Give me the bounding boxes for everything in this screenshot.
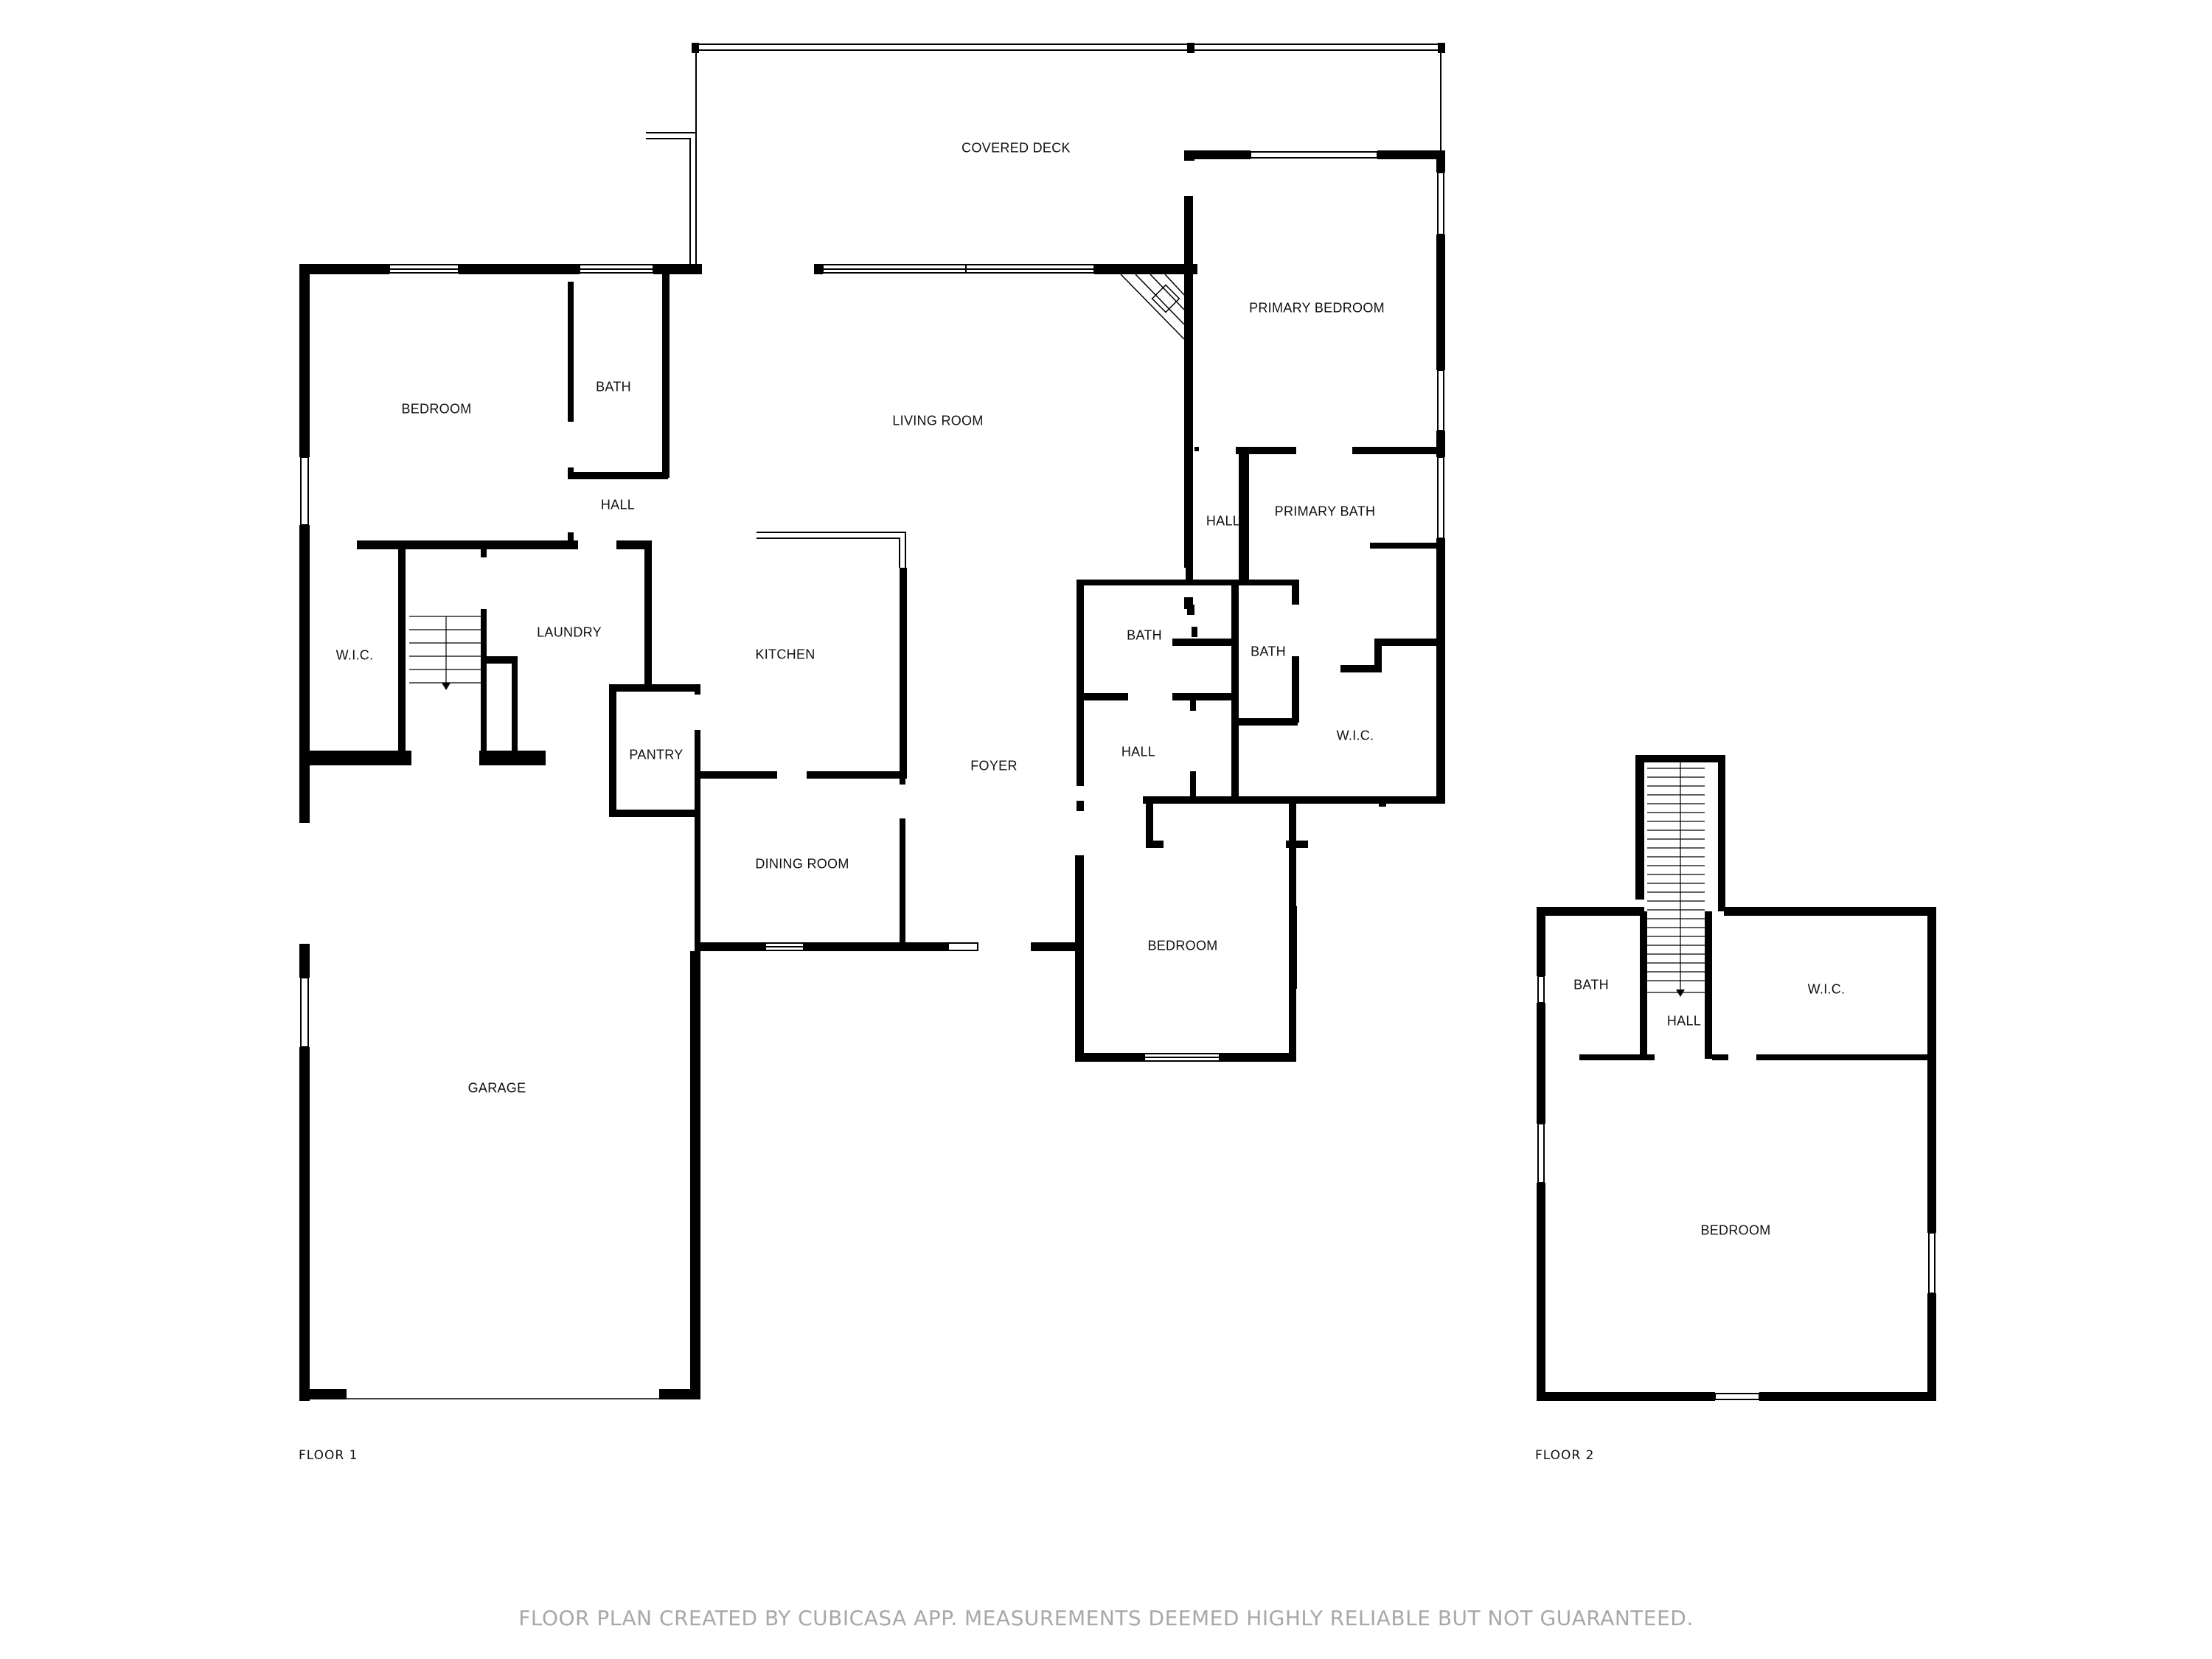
room-label-garage: GARAGE <box>467 1080 526 1096</box>
room-label-foyer: FOYER <box>970 758 1018 773</box>
room-label-living-room: LIVING ROOM <box>892 413 984 428</box>
disclaimer-footer: FLOOR PLAN CREATED BY CUBICASA APP. MEAS… <box>518 1606 1694 1630</box>
room-label-hall: HALL <box>1206 513 1241 529</box>
room-label-w-i-c: W.I.C. <box>1336 728 1374 743</box>
room-label-bath: BATH <box>1127 627 1162 643</box>
room-label-primary-bedroom: PRIMARY BEDROOM <box>1249 300 1385 316</box>
floor-1-walls <box>299 43 1445 1401</box>
room-label-bath: BATH <box>1251 644 1286 659</box>
room-label-bath: BATH <box>596 379 631 394</box>
room-label-primary-bath: PRIMARY BATH <box>1274 504 1376 519</box>
room-label-bedroom: BEDROOM <box>1700 1222 1771 1238</box>
room-label-bath: BATH <box>1573 977 1609 992</box>
room-label-hall: HALL <box>1121 744 1156 759</box>
room-label-hall: HALL <box>1666 1013 1702 1029</box>
room-label-bedroom: BEDROOM <box>1147 938 1218 953</box>
room-label-laundry: LAUNDRY <box>537 625 602 640</box>
room-label-covered-deck: COVERED DECK <box>961 140 1071 156</box>
room-label-w-i-c: W.I.C. <box>1807 981 1846 997</box>
room-label-w-i-c: W.I.C. <box>335 647 374 663</box>
floor-1-label: FLOOR 1 <box>299 1448 358 1463</box>
room-label-dining-room: DINING ROOM <box>755 856 849 872</box>
floor-2-walls <box>1537 755 1936 1401</box>
room-label-bedroom: BEDROOM <box>401 401 472 417</box>
room-label-kitchen: KITCHEN <box>755 647 815 662</box>
room-label-pantry: PANTRY <box>629 747 684 762</box>
floor-2-label: FLOOR 2 <box>1535 1448 1595 1463</box>
room-label-hall: HALL <box>600 497 636 512</box>
